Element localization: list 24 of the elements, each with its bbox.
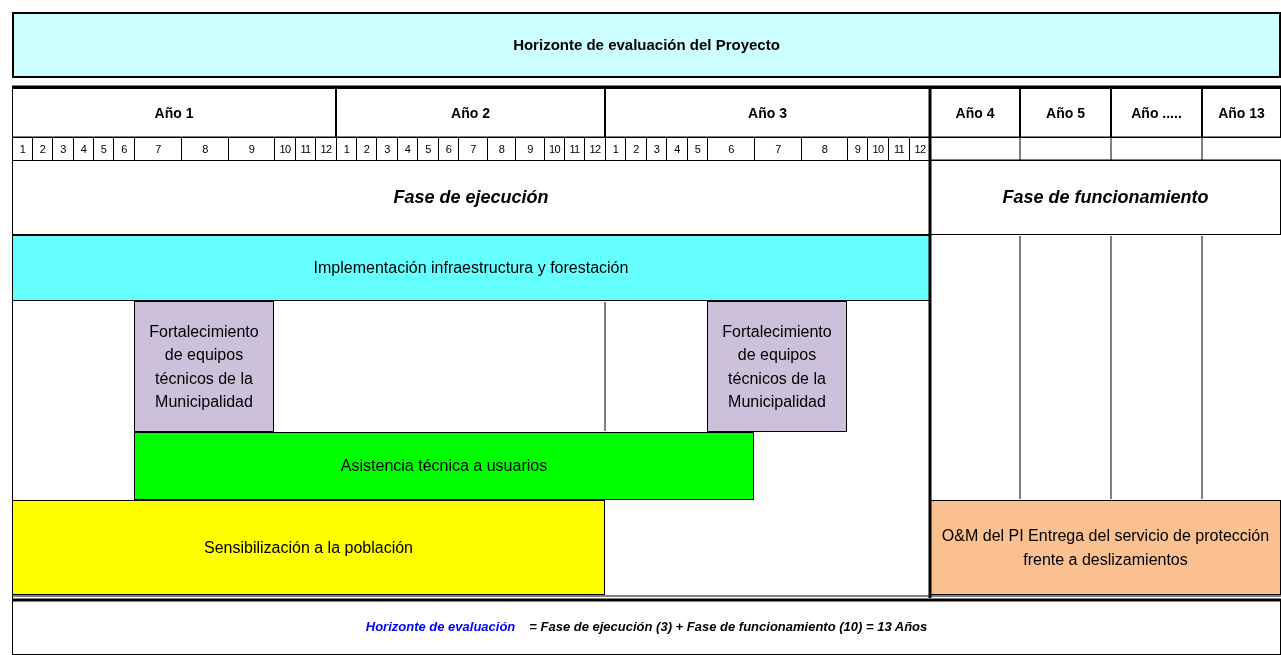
formula-text: = Fase de ejecución (3) + Fase de funcionamiento (10) = 13 Años bbox=[529, 618, 928, 637]
task-label: Fortalecimiento de equipos técnicos de la Municipalidad bbox=[148, 322, 260, 412]
year-header: Año 13 bbox=[1202, 88, 1281, 138]
task-label: Sensibilización a la población bbox=[204, 537, 413, 558]
phase-title: Fase de funcionamiento bbox=[1002, 186, 1209, 210]
formula-term: Horizonte de evaluación bbox=[365, 618, 516, 637]
task-bar bbox=[134, 432, 754, 500]
title-band bbox=[12, 12, 1281, 78]
task-bar bbox=[12, 235, 930, 301]
formula-box bbox=[12, 600, 1281, 655]
task-label: O&M del PI Entrega del servicio de protección frente a deslizamientos bbox=[940, 526, 1271, 570]
title-text: Horizonte de evaluación del Proyecto bbox=[513, 35, 780, 56]
year-header: Año ..... bbox=[1111, 88, 1202, 138]
task-label: Asistencia técnica a usuarios bbox=[340, 456, 548, 477]
phase-header bbox=[930, 160, 1281, 235]
year-header: Año 5 bbox=[1020, 88, 1111, 138]
task-label: Implementación infraestructura y forestación bbox=[313, 258, 629, 279]
task-bar bbox=[12, 500, 605, 595]
task-bar bbox=[134, 301, 274, 432]
year-header: Año 2 bbox=[336, 88, 605, 138]
task-bar bbox=[707, 301, 847, 432]
task-bar bbox=[930, 500, 1281, 595]
task-label: Fortalecimiento de equipos técnicos de la Municipalidad bbox=[721, 322, 833, 412]
phase-title: Fase de ejecución bbox=[393, 186, 549, 210]
